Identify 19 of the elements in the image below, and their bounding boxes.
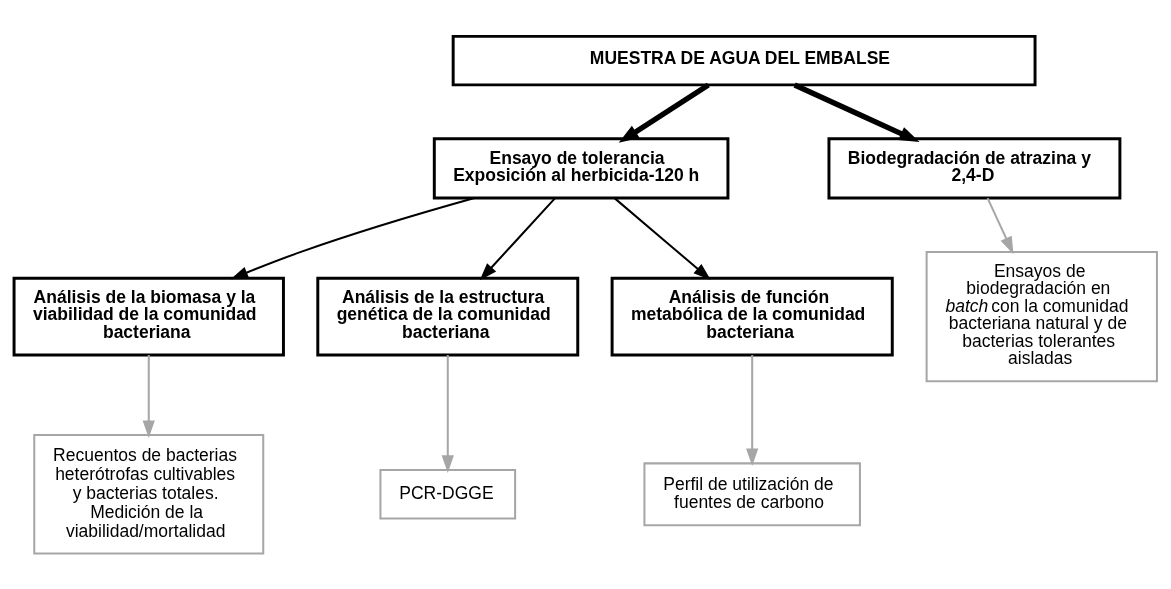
node-box: PCR-DGGE	[379, 468, 517, 520]
arrow	[441, 354, 454, 473]
arrow	[142, 354, 155, 438]
arrow	[986, 197, 1014, 254]
node-box: Análisis de la biomasa y la viabilidad de la comunidad bacteriana	[12, 276, 285, 356]
node-box: Biodegradación de atrazina y 2,4-D	[827, 136, 1122, 199]
arrow	[746, 354, 759, 466]
node-box: Análisis de función metabólica de la comunidad bacteriana	[610, 276, 894, 356]
arrow	[479, 196, 556, 280]
node-box: Recuentos de bacterias heterótrofas cultivables y bacterias totales. Medición de la viabilidad/mortalidad	[33, 433, 265, 555]
node-box: Ensayos de biodegradación en batch con la comunidad bacteriana natural y de bacterias tolerantes aisladas	[925, 250, 1158, 382]
node-box: Perfil de utilización de fuentes de carbono	[643, 461, 861, 526]
arrow	[613, 196, 711, 280]
node-box: MUESTRA DE AGUA DEL EMBALSE	[451, 34, 1037, 86]
arrow	[618, 82, 710, 143]
arrow	[793, 82, 920, 142]
node-box: Ensayo de tolerancia Exposición al herbicida-120 h	[432, 136, 730, 199]
node-box: Análisis de la estructura genética de la comunidad bacteriana	[316, 276, 580, 356]
arrow	[230, 196, 475, 279]
